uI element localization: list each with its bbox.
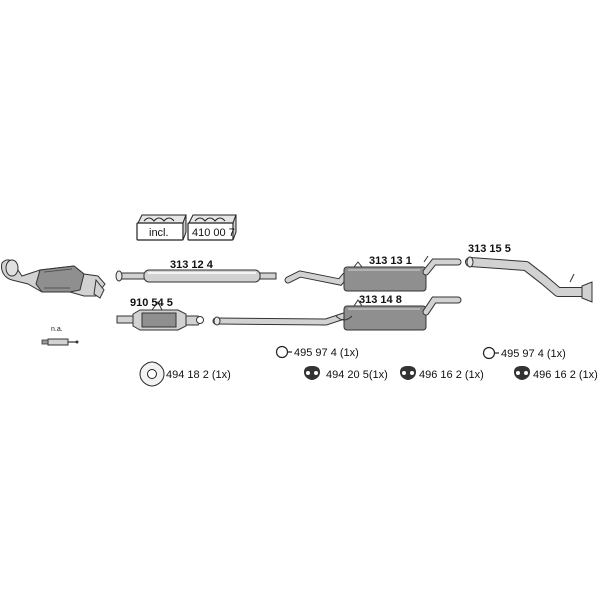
part-number-313131: 313 13 1 (369, 255, 412, 267)
clamp-ring-icon (482, 346, 496, 360)
rubber-hanger-icon (304, 366, 320, 380)
box-410007-label: 410 00 7 (192, 227, 235, 239)
particle-filter-910545[interactable] (116, 301, 204, 331)
rear-pipe-313155[interactable] (465, 256, 593, 303)
fitting-label: 494 20 5(1x) (326, 369, 388, 381)
catalytic-converter[interactable] (1, 259, 106, 299)
clamp-ring-icon (275, 345, 289, 359)
middle-silencer-313148[interactable] (212, 296, 462, 331)
exhaust-sensor[interactable] (41, 338, 79, 346)
fitting-label: 496 16 2 (1x) (533, 369, 598, 381)
part-number-313155: 313 15 5 (468, 243, 511, 255)
fitting-495974-b[interactable]: 495 97 4 (1x) (482, 346, 566, 361)
box-incl-label: incl. (149, 227, 169, 239)
part-number-313148: 313 14 8 (359, 294, 402, 306)
fitting-label: 495 97 4 (1x) (294, 347, 359, 359)
center-silencer-313131[interactable] (284, 255, 462, 292)
fitting-label: 495 97 4 (1x) (501, 348, 566, 360)
fitting-494182[interactable]: 494 18 2 (1x) (139, 361, 231, 387)
fitting-494205[interactable]: 494 20 5(1x) (304, 366, 388, 381)
fitting-496162-b[interactable]: 496 16 2 (1x) (514, 366, 598, 381)
fitting-495974-a[interactable]: 495 97 4 (1x) (275, 345, 359, 360)
fitting-label: 494 18 2 (1x) (166, 369, 231, 381)
not-available-label: n.a. (51, 326, 63, 333)
mounting-kit-box-410007[interactable]: 410 00 7 (187, 214, 237, 241)
exhaust-pipe-313124[interactable] (115, 269, 277, 283)
part-number-313124: 313 12 4 (170, 259, 214, 271)
fitting-496162-a[interactable]: 496 16 2 (1x) (400, 366, 484, 381)
fitting-label: 496 16 2 (1x) (419, 369, 484, 381)
rubber-hanger-icon (400, 366, 416, 380)
mounting-kit-box-incl[interactable]: incl. (136, 214, 187, 241)
part-number-910545: 910 54 5 (130, 297, 173, 309)
rubber-hanger-icon (514, 366, 530, 380)
